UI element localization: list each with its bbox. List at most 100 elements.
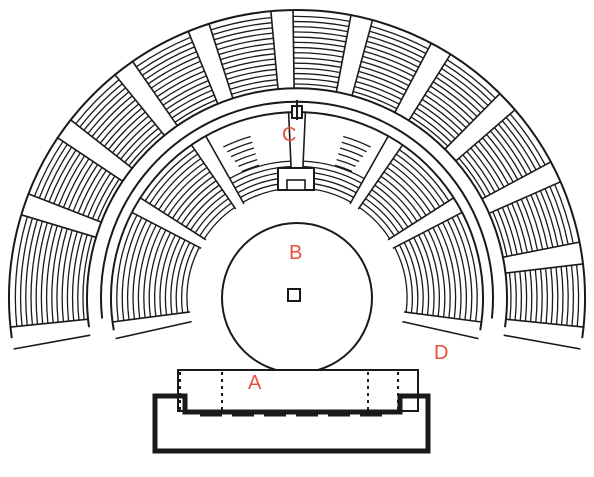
seat-row bbox=[529, 270, 533, 322]
seat-row bbox=[293, 20, 349, 28]
stairway-line bbox=[349, 135, 389, 205]
seat-row bbox=[367, 35, 424, 59]
stairway-line bbox=[57, 137, 123, 182]
seat-row bbox=[215, 32, 273, 46]
seat-row bbox=[144, 149, 196, 202]
seat-row bbox=[82, 169, 107, 216]
seat-row bbox=[437, 224, 457, 319]
step-line bbox=[238, 158, 258, 167]
seat-row bbox=[438, 72, 485, 110]
step-line bbox=[343, 135, 371, 148]
stairway-line bbox=[139, 197, 207, 241]
seat-row bbox=[14, 216, 29, 327]
seat-row bbox=[164, 237, 181, 315]
seat-row bbox=[554, 184, 574, 244]
seat-row bbox=[486, 133, 519, 181]
seat-row bbox=[303, 160, 365, 180]
seat-row bbox=[180, 244, 196, 313]
step-line bbox=[338, 153, 360, 163]
seat-row bbox=[158, 162, 205, 210]
seat-row bbox=[493, 127, 528, 176]
seat-row bbox=[386, 166, 432, 213]
seat-row bbox=[171, 175, 214, 219]
seat-row bbox=[153, 65, 203, 93]
seat-row bbox=[511, 202, 528, 253]
stairway-line bbox=[408, 53, 452, 121]
label-d: D bbox=[434, 342, 449, 364]
seat-row bbox=[30, 220, 44, 325]
seat-row bbox=[550, 267, 554, 324]
stairway-line bbox=[13, 334, 91, 350]
seat-row bbox=[149, 153, 199, 205]
seat-row bbox=[302, 165, 362, 184]
seat-row bbox=[430, 85, 474, 121]
seat-row bbox=[218, 42, 274, 56]
step-line bbox=[227, 141, 253, 153]
seat-row bbox=[293, 83, 338, 89]
stairway-line bbox=[387, 197, 455, 241]
stairway-line bbox=[115, 320, 192, 340]
seat-row bbox=[43, 146, 73, 201]
seat-row bbox=[362, 55, 415, 78]
seat-row bbox=[293, 31, 347, 38]
seat-row bbox=[19, 217, 34, 326]
seat-row bbox=[116, 214, 138, 322]
seat-row bbox=[147, 55, 199, 85]
step-line bbox=[241, 164, 260, 172]
inner-features bbox=[221, 100, 373, 374]
seat-row bbox=[293, 36, 347, 43]
stairway-line bbox=[187, 30, 219, 104]
seat-row bbox=[53, 152, 81, 204]
seat-row bbox=[107, 111, 146, 151]
seat-row bbox=[150, 60, 201, 89]
seat-row bbox=[221, 53, 275, 66]
seat-row bbox=[293, 67, 341, 74]
upper-tier-inner-edge bbox=[86, 87, 508, 328]
royal-box-seat bbox=[286, 179, 306, 191]
seat-row bbox=[132, 222, 152, 320]
stairway-line bbox=[114, 74, 165, 136]
seat-row bbox=[223, 58, 276, 71]
seat-row bbox=[365, 198, 400, 234]
seat-row bbox=[293, 78, 339, 84]
seat-row bbox=[71, 232, 83, 321]
seat-row bbox=[159, 75, 207, 102]
stairway-line bbox=[394, 42, 433, 113]
seat-row bbox=[293, 57, 343, 63]
stage-building bbox=[152, 369, 431, 454]
stairway-line bbox=[131, 211, 202, 250]
seat-row bbox=[380, 175, 423, 219]
seat-row bbox=[181, 184, 220, 225]
stairway-line bbox=[505, 263, 584, 274]
seat-row bbox=[77, 234, 88, 321]
seat-row bbox=[421, 98, 463, 132]
seat-row bbox=[229, 160, 291, 180]
seat-row bbox=[422, 232, 441, 317]
seat-row bbox=[359, 65, 410, 87]
seat-row bbox=[95, 99, 136, 141]
seat-row bbox=[83, 87, 127, 131]
seat-row bbox=[443, 63, 493, 103]
seat-row bbox=[75, 79, 120, 125]
skene-outer-wall bbox=[152, 393, 431, 454]
stairway-line bbox=[28, 193, 102, 223]
upper-tier-outer-edge bbox=[8, 9, 586, 339]
seat-row bbox=[66, 231, 78, 322]
seat-row bbox=[403, 242, 419, 314]
seat-row bbox=[141, 46, 195, 76]
stairway-line bbox=[403, 311, 482, 323]
seat-row bbox=[212, 22, 272, 36]
seat-row bbox=[91, 95, 133, 138]
seat-row bbox=[359, 206, 391, 240]
seat-row bbox=[225, 63, 276, 76]
seat-row bbox=[103, 107, 143, 147]
seat-row bbox=[530, 194, 549, 249]
seat-row bbox=[555, 267, 559, 325]
seat-row bbox=[170, 239, 186, 315]
seat-row bbox=[357, 75, 405, 96]
seat-row bbox=[539, 190, 559, 247]
seat-row bbox=[398, 149, 450, 202]
seat-row bbox=[524, 270, 528, 322]
seat-row bbox=[126, 219, 148, 320]
stairway-line bbox=[481, 161, 552, 200]
